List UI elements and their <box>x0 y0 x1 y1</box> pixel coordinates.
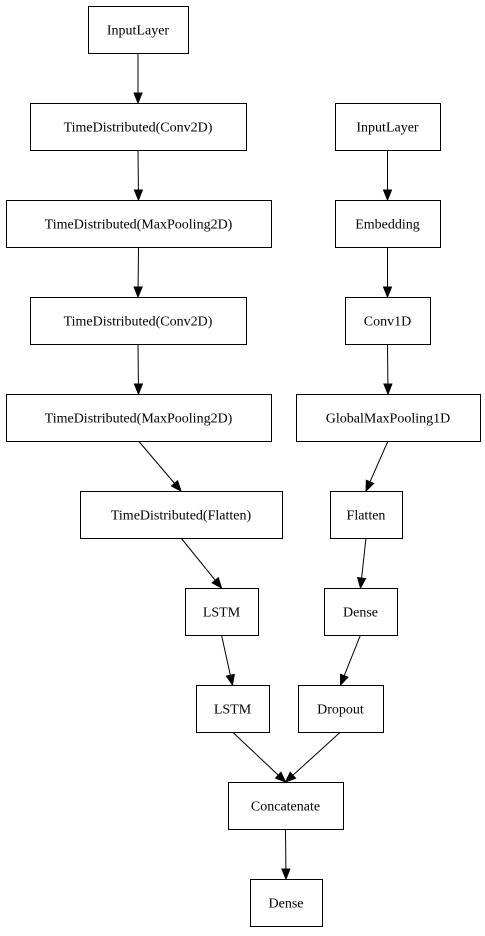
node-box <box>298 685 384 733</box>
node-dropout: Dropout <box>298 685 384 733</box>
node-flatten: Flatten <box>330 491 403 539</box>
node-lstm-1: LSTM <box>185 588 259 636</box>
arrowhead-icon <box>365 479 375 493</box>
node-label: Conv1D <box>364 315 411 330</box>
edge-embedding-to-conv1d <box>382 247 393 299</box>
arrowhead-icon <box>281 868 291 881</box>
arrowhead-icon <box>382 286 393 299</box>
node-label: Dense <box>269 897 304 912</box>
node-box <box>250 879 323 927</box>
node-box <box>6 200 272 248</box>
arrowhead-icon <box>133 92 143 105</box>
node-box <box>345 297 431 345</box>
arrowhead-icon <box>133 383 144 396</box>
arrowhead-icon <box>133 189 144 202</box>
node-box <box>296 394 481 442</box>
arrowhead-icon <box>274 771 287 783</box>
node-label: LSTM <box>203 606 241 621</box>
node-box <box>196 685 270 733</box>
node-td-conv2d-1: TimeDistributed(Conv2D) <box>30 103 247 151</box>
edge-dense-1-to-dropout <box>340 634 361 687</box>
arrowhead-icon <box>225 673 235 687</box>
node-label: LSTM <box>214 703 252 718</box>
node-box <box>324 588 398 636</box>
node-box <box>80 491 283 539</box>
node-label: Dense <box>343 606 378 621</box>
arrowhead-icon <box>170 479 182 493</box>
edge-flatten-to-dense-1 <box>356 537 367 590</box>
node-td-maxpool-1: TimeDistributed(MaxPooling2D) <box>6 200 272 248</box>
edge-lstm-1-to-lstm-2 <box>221 634 235 687</box>
node-input-text: InputLayer <box>335 103 441 151</box>
edge-input-text-to-embedding <box>382 150 393 202</box>
node-global-maxpool: GlobalMaxPooling1D <box>296 394 481 442</box>
node-label: Dropout <box>317 703 364 718</box>
node-box <box>335 200 441 248</box>
arrowhead-icon <box>284 771 297 783</box>
node-dense-out: Dense <box>250 879 323 927</box>
node-label: Concatenate <box>251 800 320 815</box>
node-box <box>335 103 441 151</box>
edge-td-conv2d-1-to-td-maxpool-1 <box>133 149 144 202</box>
node-td-conv2d-2: TimeDistributed(Conv2D) <box>30 297 247 345</box>
edge-concatenate-to-dense-out <box>281 828 291 881</box>
edge-td-maxpool-2-to-td-flatten <box>138 440 182 493</box>
node-td-flatten: TimeDistributed(Flatten) <box>80 491 283 539</box>
node-box <box>6 394 272 442</box>
edge-line <box>221 634 231 676</box>
edge-line <box>232 731 279 776</box>
node-label: Flatten <box>347 509 386 524</box>
nodes-layer: InputLayerTimeDistributed(Conv2D)TimeDis… <box>6 6 481 927</box>
node-embedding: Embedding <box>335 200 441 248</box>
node-td-maxpool-2: TimeDistributed(MaxPooling2D) <box>6 394 272 442</box>
edge-line <box>138 440 175 484</box>
edge-line <box>361 537 367 579</box>
node-box <box>30 297 247 345</box>
edge-conv1d-to-global-maxpool <box>383 343 393 396</box>
node-conv1d: Conv1D <box>345 297 431 345</box>
arrowhead-icon <box>383 383 393 396</box>
node-label: InputLayer <box>356 121 419 136</box>
arrowhead-icon <box>133 286 143 299</box>
edge-dropout-to-concatenate <box>284 731 341 783</box>
node-label: TimeDistributed(MaxPooling2D) <box>45 218 233 233</box>
edge-line <box>369 440 389 483</box>
node-box <box>330 491 403 539</box>
node-concatenate: Concatenate <box>228 782 344 830</box>
edge-td-maxpool-1-to-td-conv2d-2 <box>133 246 143 299</box>
edge-global-maxpool-to-flatten <box>365 440 389 493</box>
node-box <box>30 103 247 151</box>
node-label: Embedding <box>355 218 420 233</box>
edge-line <box>343 634 361 676</box>
edge-td-conv2d-2-to-td-maxpool-2 <box>133 343 144 396</box>
node-box <box>185 588 259 636</box>
edge-input-image-to-td-conv2d-1 <box>133 53 143 105</box>
edge-td-flatten-to-lstm-1 <box>180 537 223 590</box>
node-box <box>88 6 189 54</box>
node-label: TimeDistributed(Flatten) <box>111 509 252 524</box>
arrowhead-icon <box>340 673 349 687</box>
arrowhead-icon <box>356 577 367 590</box>
edge-lstm-2-to-concatenate <box>232 731 287 783</box>
node-lstm-2: LSTM <box>196 685 270 733</box>
node-label: TimeDistributed(Conv2D) <box>64 121 213 136</box>
node-label: GlobalMaxPooling1D <box>326 412 450 427</box>
node-label: TimeDistributed(Conv2D) <box>64 315 213 330</box>
node-label: InputLayer <box>107 24 170 39</box>
arrowhead-icon <box>211 576 223 590</box>
arrowhead-icon <box>382 189 393 202</box>
edge-line <box>180 537 216 581</box>
edges-layer <box>133 53 393 881</box>
node-dense-1: Dense <box>324 588 398 636</box>
node-label: TimeDistributed(MaxPooling2D) <box>45 412 233 427</box>
node-box <box>228 782 344 830</box>
node-input-image: InputLayer <box>88 6 189 54</box>
edge-line <box>292 731 341 776</box>
